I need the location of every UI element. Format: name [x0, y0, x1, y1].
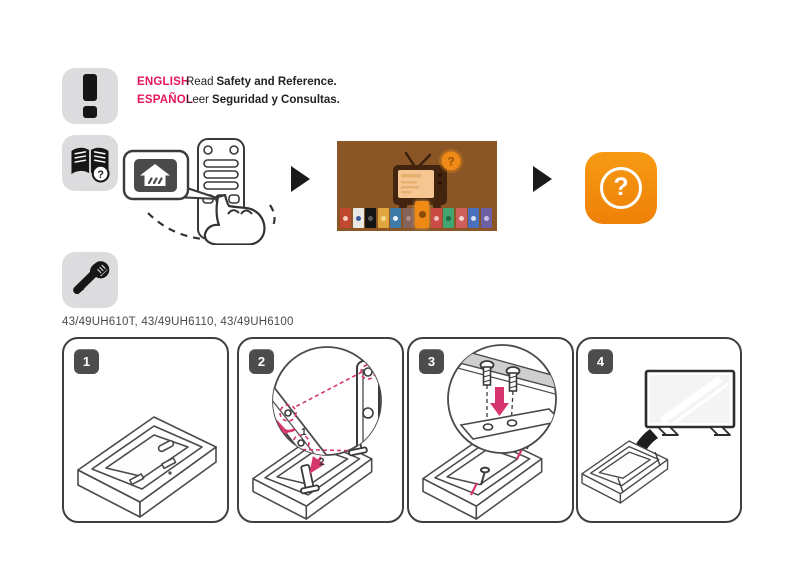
app-tile-glyph — [368, 215, 373, 221]
open-book-icon: ? — [71, 147, 110, 183]
safety-text-prefix: Leer — [186, 94, 210, 106]
assembly-step-panel-2: 2 — [237, 337, 404, 523]
flow-arrow-icon — [533, 166, 552, 192]
app-tile-glyph — [446, 215, 451, 221]
app-tile-glyph — [355, 215, 361, 221]
app-tile-glyph — [343, 215, 348, 221]
app-tile — [352, 208, 364, 228]
motion-dashes — [147, 212, 203, 241]
pointing-hand-icon — [203, 193, 266, 245]
app-tile — [340, 208, 351, 228]
exclamation-glyph — [83, 74, 97, 118]
step-number-badge: 1 — [74, 349, 99, 374]
stand-leg — [300, 456, 325, 495]
assembly-step-panel-1: 1 — [62, 337, 229, 523]
safety-row-english: ENGLISH Read Safety and Reference. — [137, 76, 340, 94]
assembly-step-panel-3: 3 — [407, 337, 574, 523]
user-guide-book-icon: ? — [62, 135, 118, 191]
insert-arrow-icon — [490, 387, 509, 416]
step-number-badge: 4 — [588, 349, 613, 374]
app-tile — [402, 208, 414, 228]
question-badge — [441, 151, 461, 171]
flow-arrow-icon — [291, 166, 310, 192]
help-question-glyph: ? — [613, 172, 629, 201]
language-label: ENGLISH — [137, 76, 190, 88]
app-tile — [443, 208, 454, 228]
safety-row-spanish: ESPAÑOL Leer Seguridad y Consultas. — [137, 94, 340, 112]
screw-fasten-illustration — [422, 344, 557, 520]
app-tile — [455, 208, 467, 228]
book-question-glyph: ? — [97, 169, 104, 181]
assembly-step-panel-4: 4 — [576, 337, 742, 523]
exclamation-icon — [62, 68, 118, 124]
app-tile-glyph — [380, 215, 386, 221]
app-tile — [377, 208, 389, 228]
app-tile-glyph — [433, 215, 439, 221]
help-app-icon: ? — [585, 152, 657, 224]
app-tile-glyph — [483, 215, 489, 221]
question-ring-icon: ? — [600, 167, 642, 209]
stand-attach-illustration: 1 2 — [252, 346, 382, 520]
webos-home-screenshot: ? — [337, 141, 497, 231]
stand-up-illustration — [581, 369, 736, 504]
app-tile-glyph — [471, 215, 476, 221]
upright-tv — [644, 369, 736, 436]
tv-facedown-illustration — [77, 416, 217, 518]
safety-note-text: ENGLISH Read Safety and Reference. ESPAÑ… — [137, 76, 340, 112]
home-icon — [140, 164, 170, 186]
app-tile — [365, 208, 376, 228]
remote-home-button-illustration — [122, 138, 276, 245]
step-number-badge: 3 — [419, 349, 444, 374]
wrench-screwdriver-icon — [73, 261, 110, 295]
sequence-label-1: 1 — [301, 427, 307, 438]
app-tile — [390, 208, 401, 228]
retro-tv-illustration: ? — [393, 149, 463, 208]
model-numbers-label: 43/49UH610T, 43/49UH6110, 43/49UH6100 — [62, 316, 294, 328]
language-label: ESPAÑOL — [137, 94, 194, 106]
step-number-badge: 2 — [249, 349, 274, 374]
app-tile-glyph — [393, 215, 398, 221]
badge-question-glyph: ? — [447, 155, 454, 169]
sequence-label-2: 2 — [319, 457, 325, 468]
installation-tools-icon — [62, 252, 118, 308]
safety-text-bold: Seguridad y Consultas. — [212, 94, 340, 106]
app-tile — [430, 208, 442, 228]
app-dock — [340, 200, 494, 228]
app-tile-glyph — [458, 215, 464, 221]
app-tile — [480, 208, 492, 228]
app-tile — [415, 201, 429, 228]
safety-text-bold: Safety and Reference. — [216, 76, 337, 88]
app-tile — [468, 208, 479, 228]
app-tile-glyph — [405, 215, 411, 221]
app-tile-glyph — [418, 211, 426, 218]
safety-text-prefix: Read — [186, 76, 214, 88]
